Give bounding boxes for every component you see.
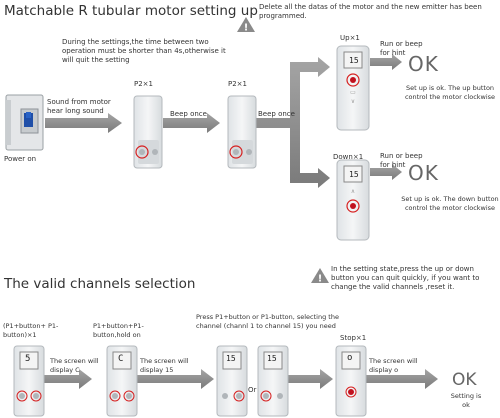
warning-text: In the setting state,press the up or dow…: [331, 265, 480, 291]
p2-label: P2×1: [134, 80, 153, 88]
branch-arrow: [253, 57, 330, 188]
down-result: Set up is ok. The down button control th…: [401, 195, 499, 212]
remote-control: [216, 345, 248, 417]
warning-text: Delete all the datas of the motor and th…: [259, 3, 482, 20]
up-label: Up×1: [340, 34, 360, 42]
breaker-device: [5, 94, 44, 151]
svg-text:▭: ▭: [350, 89, 356, 96]
power-on-label: Power on: [4, 155, 37, 163]
svg-text:∨: ∨: [351, 98, 355, 105]
remote-display: 15: [349, 56, 359, 65]
arrow: [45, 113, 122, 133]
step-label: Press P1+button or P1-button, selecting …: [196, 313, 339, 330]
timing-note: During the settings,the time between two…: [62, 38, 226, 64]
remote-control: [227, 95, 257, 169]
step-label: (P1+button+ P1-button)×1: [3, 322, 59, 339]
step-caption: The screen will display o: [369, 357, 418, 374]
arrow: [32, 369, 92, 389]
remote-display: 15: [226, 354, 236, 363]
final-result: Setting is ok: [450, 392, 482, 409]
stop-label: Stop×1: [340, 334, 367, 342]
down-label: Down×1: [333, 153, 364, 161]
remote-control: [13, 345, 45, 417]
p2-label: P2×1: [228, 80, 247, 88]
remote-display: C: [118, 354, 124, 364]
remote-display: o: [347, 353, 353, 363]
step-caption: The screen will display C: [50, 357, 99, 374]
svg-text:!: !: [244, 23, 249, 34]
up-result: Set up is ok. The up button control the …: [404, 84, 496, 101]
arrow: [128, 369, 214, 389]
final-ok: OK: [452, 370, 477, 390]
beep-once-label: Beep once: [258, 110, 295, 118]
svg-text:∧: ∧: [351, 188, 355, 195]
remote-display: 5: [25, 354, 31, 364]
remote-control: ▭ ∨: [336, 45, 370, 131]
step-caption: The screen will display 15: [140, 357, 189, 374]
arrow: [163, 113, 220, 133]
down-hint: Run or beep for hint: [380, 152, 423, 169]
arrow: [282, 369, 333, 389]
warning-icon: !: [237, 17, 255, 34]
arrow: [370, 164, 402, 180]
arrow: [370, 54, 402, 70]
remote-display: 15: [267, 354, 277, 363]
or-label: Or: [248, 386, 257, 394]
remote-control: [133, 95, 163, 169]
step-label: P1+button+P1- button,hold on: [93, 322, 144, 339]
up-ok: OK: [408, 52, 439, 76]
sound-note: Sound from motor hear long sound: [47, 98, 111, 115]
remote-control: [335, 345, 367, 417]
down-ok: OK: [408, 161, 439, 185]
warning-icon: !: [311, 268, 329, 285]
svg-text:!: !: [318, 274, 323, 285]
remote-display: 15: [349, 170, 359, 179]
section-title: The valid channels selection: [4, 276, 196, 292]
section-title: Matchable R tubular motor setting up: [4, 3, 258, 19]
up-hint: Run or beep for hint: [380, 40, 423, 57]
remote-control: ∧: [336, 159, 370, 241]
remote-control: [257, 345, 289, 417]
remote-control: [106, 345, 138, 417]
beep-once-label: Beep once: [170, 110, 207, 118]
arrow: [363, 369, 438, 389]
